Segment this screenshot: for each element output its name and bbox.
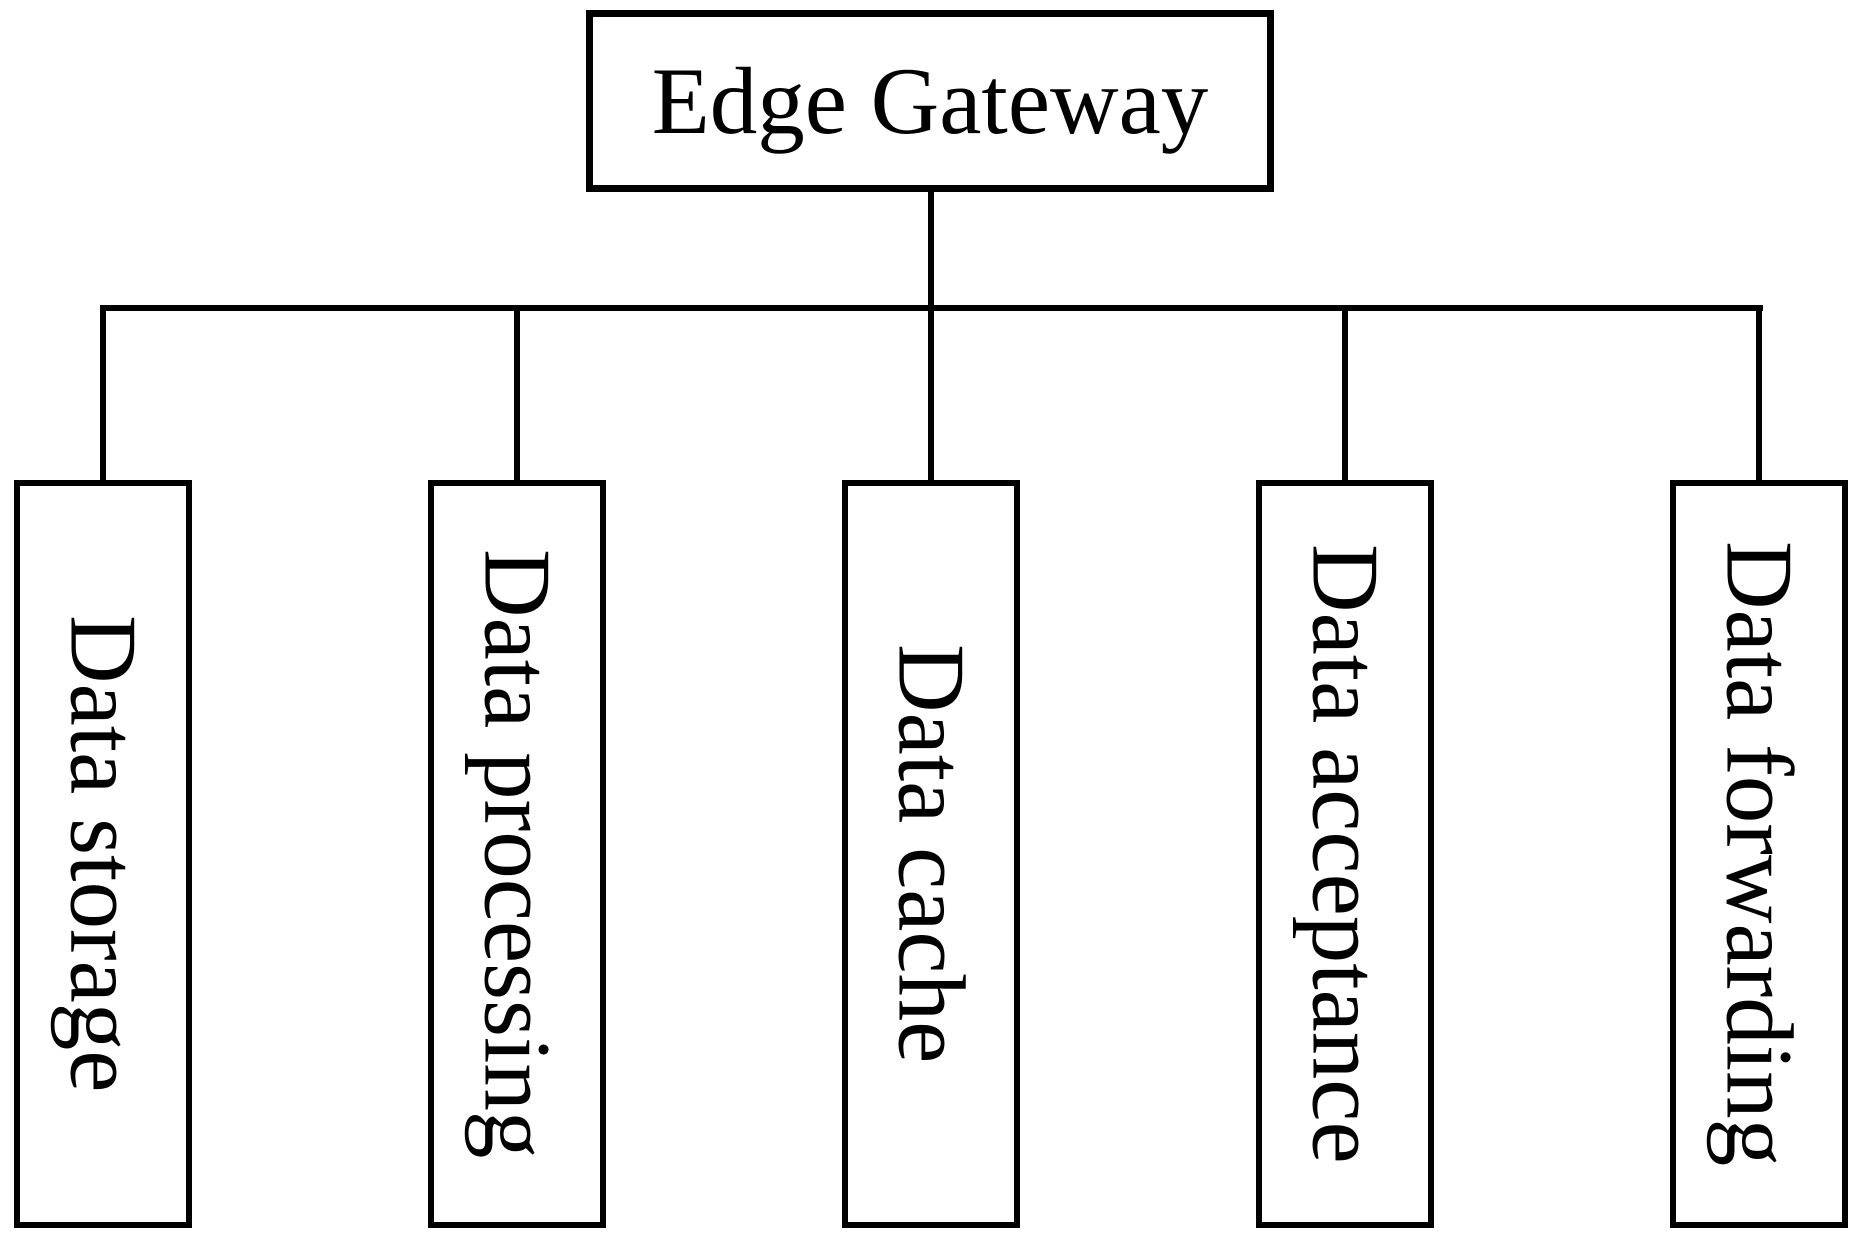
root-node-edge-gateway: Edge Gateway: [586, 10, 1274, 192]
root-node-label: Edge Gateway: [651, 47, 1209, 154]
node-data-storage: Data storage: [14, 480, 192, 1228]
connector-stub-data-acceptance: [1342, 308, 1348, 482]
node-data-cache-label: Data cache: [878, 644, 985, 1064]
connector-stub-data-cache: [928, 308, 934, 482]
node-data-forwarding: Data forwarding: [1670, 480, 1848, 1228]
node-data-processing: Data processing: [428, 480, 606, 1228]
node-data-processing-label: Data processing: [464, 549, 571, 1159]
node-data-acceptance-label: Data acceptance: [1292, 544, 1399, 1164]
node-data-forwarding-label: Data forwarding: [1706, 541, 1813, 1167]
node-data-cache: Data cache: [842, 480, 1020, 1228]
connector-stub-data-storage: [100, 308, 106, 482]
connector-stub-data-processing: [514, 308, 520, 482]
node-data-storage-label: Data storage: [50, 615, 157, 1093]
node-data-acceptance: Data acceptance: [1256, 480, 1434, 1228]
connector-root-vertical: [928, 192, 934, 308]
connector-stub-data-forwarding: [1756, 308, 1762, 482]
